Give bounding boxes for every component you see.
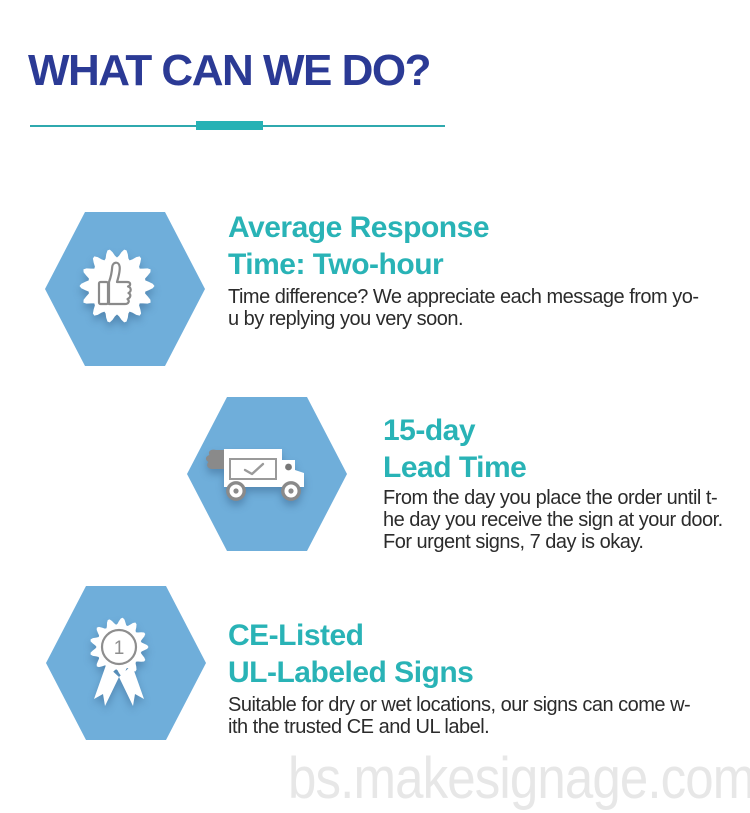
divider-accent-segment: [196, 121, 263, 130]
heading-line: 15-day: [383, 414, 476, 447]
watermark-text: bs.makesignage.com: [288, 746, 750, 811]
body-line: Time difference? We appreciate each mess…: [228, 286, 699, 308]
body-line: he day you receive the sign at your door…: [383, 509, 723, 531]
hexagon-lead-time: [187, 397, 347, 551]
page-title: WHAT CAN WE DO?: [28, 46, 431, 95]
thumbs-up-badge-icon: [79, 249, 155, 323]
section-heading-response-time: Average Response Time: Two-hour: [228, 209, 490, 283]
body-line: Suitable for dry or wet locations, our s…: [228, 694, 691, 716]
section-body-lead-time: From the day you place the order until t…: [383, 487, 723, 553]
heading-line: Lead Time: [383, 451, 527, 484]
heading-line: Average Response: [228, 211, 490, 244]
section-heading-certifications: CE-Listed UL-Labeled Signs: [228, 617, 474, 691]
body-line: For urgent signs, 7 day is okay.: [383, 531, 644, 553]
first-place-medal-icon: 1: [90, 617, 149, 706]
heading-line: UL-Labeled Signs: [228, 656, 474, 689]
hexagon-response-time: [45, 212, 205, 366]
delivery-truck-icon: [205, 449, 304, 501]
section-heading-lead-time: 15-day Lead Time: [383, 412, 527, 486]
heading-line: Time: Two-hour: [228, 248, 444, 281]
medal-number: 1: [114, 638, 125, 659]
section-body-response-time: Time difference? We appreciate each mess…: [228, 286, 699, 330]
section-body-certifications: Suitable for dry or wet locations, our s…: [228, 694, 691, 738]
body-line: From the day you place the order until t…: [383, 487, 718, 509]
heading-line: CE-Listed: [228, 619, 364, 652]
body-line: u by replying you very soon.: [228, 308, 464, 330]
body-line: ith the trusted CE and UL label.: [228, 716, 490, 738]
hexagon-certifications: 1: [46, 586, 206, 740]
